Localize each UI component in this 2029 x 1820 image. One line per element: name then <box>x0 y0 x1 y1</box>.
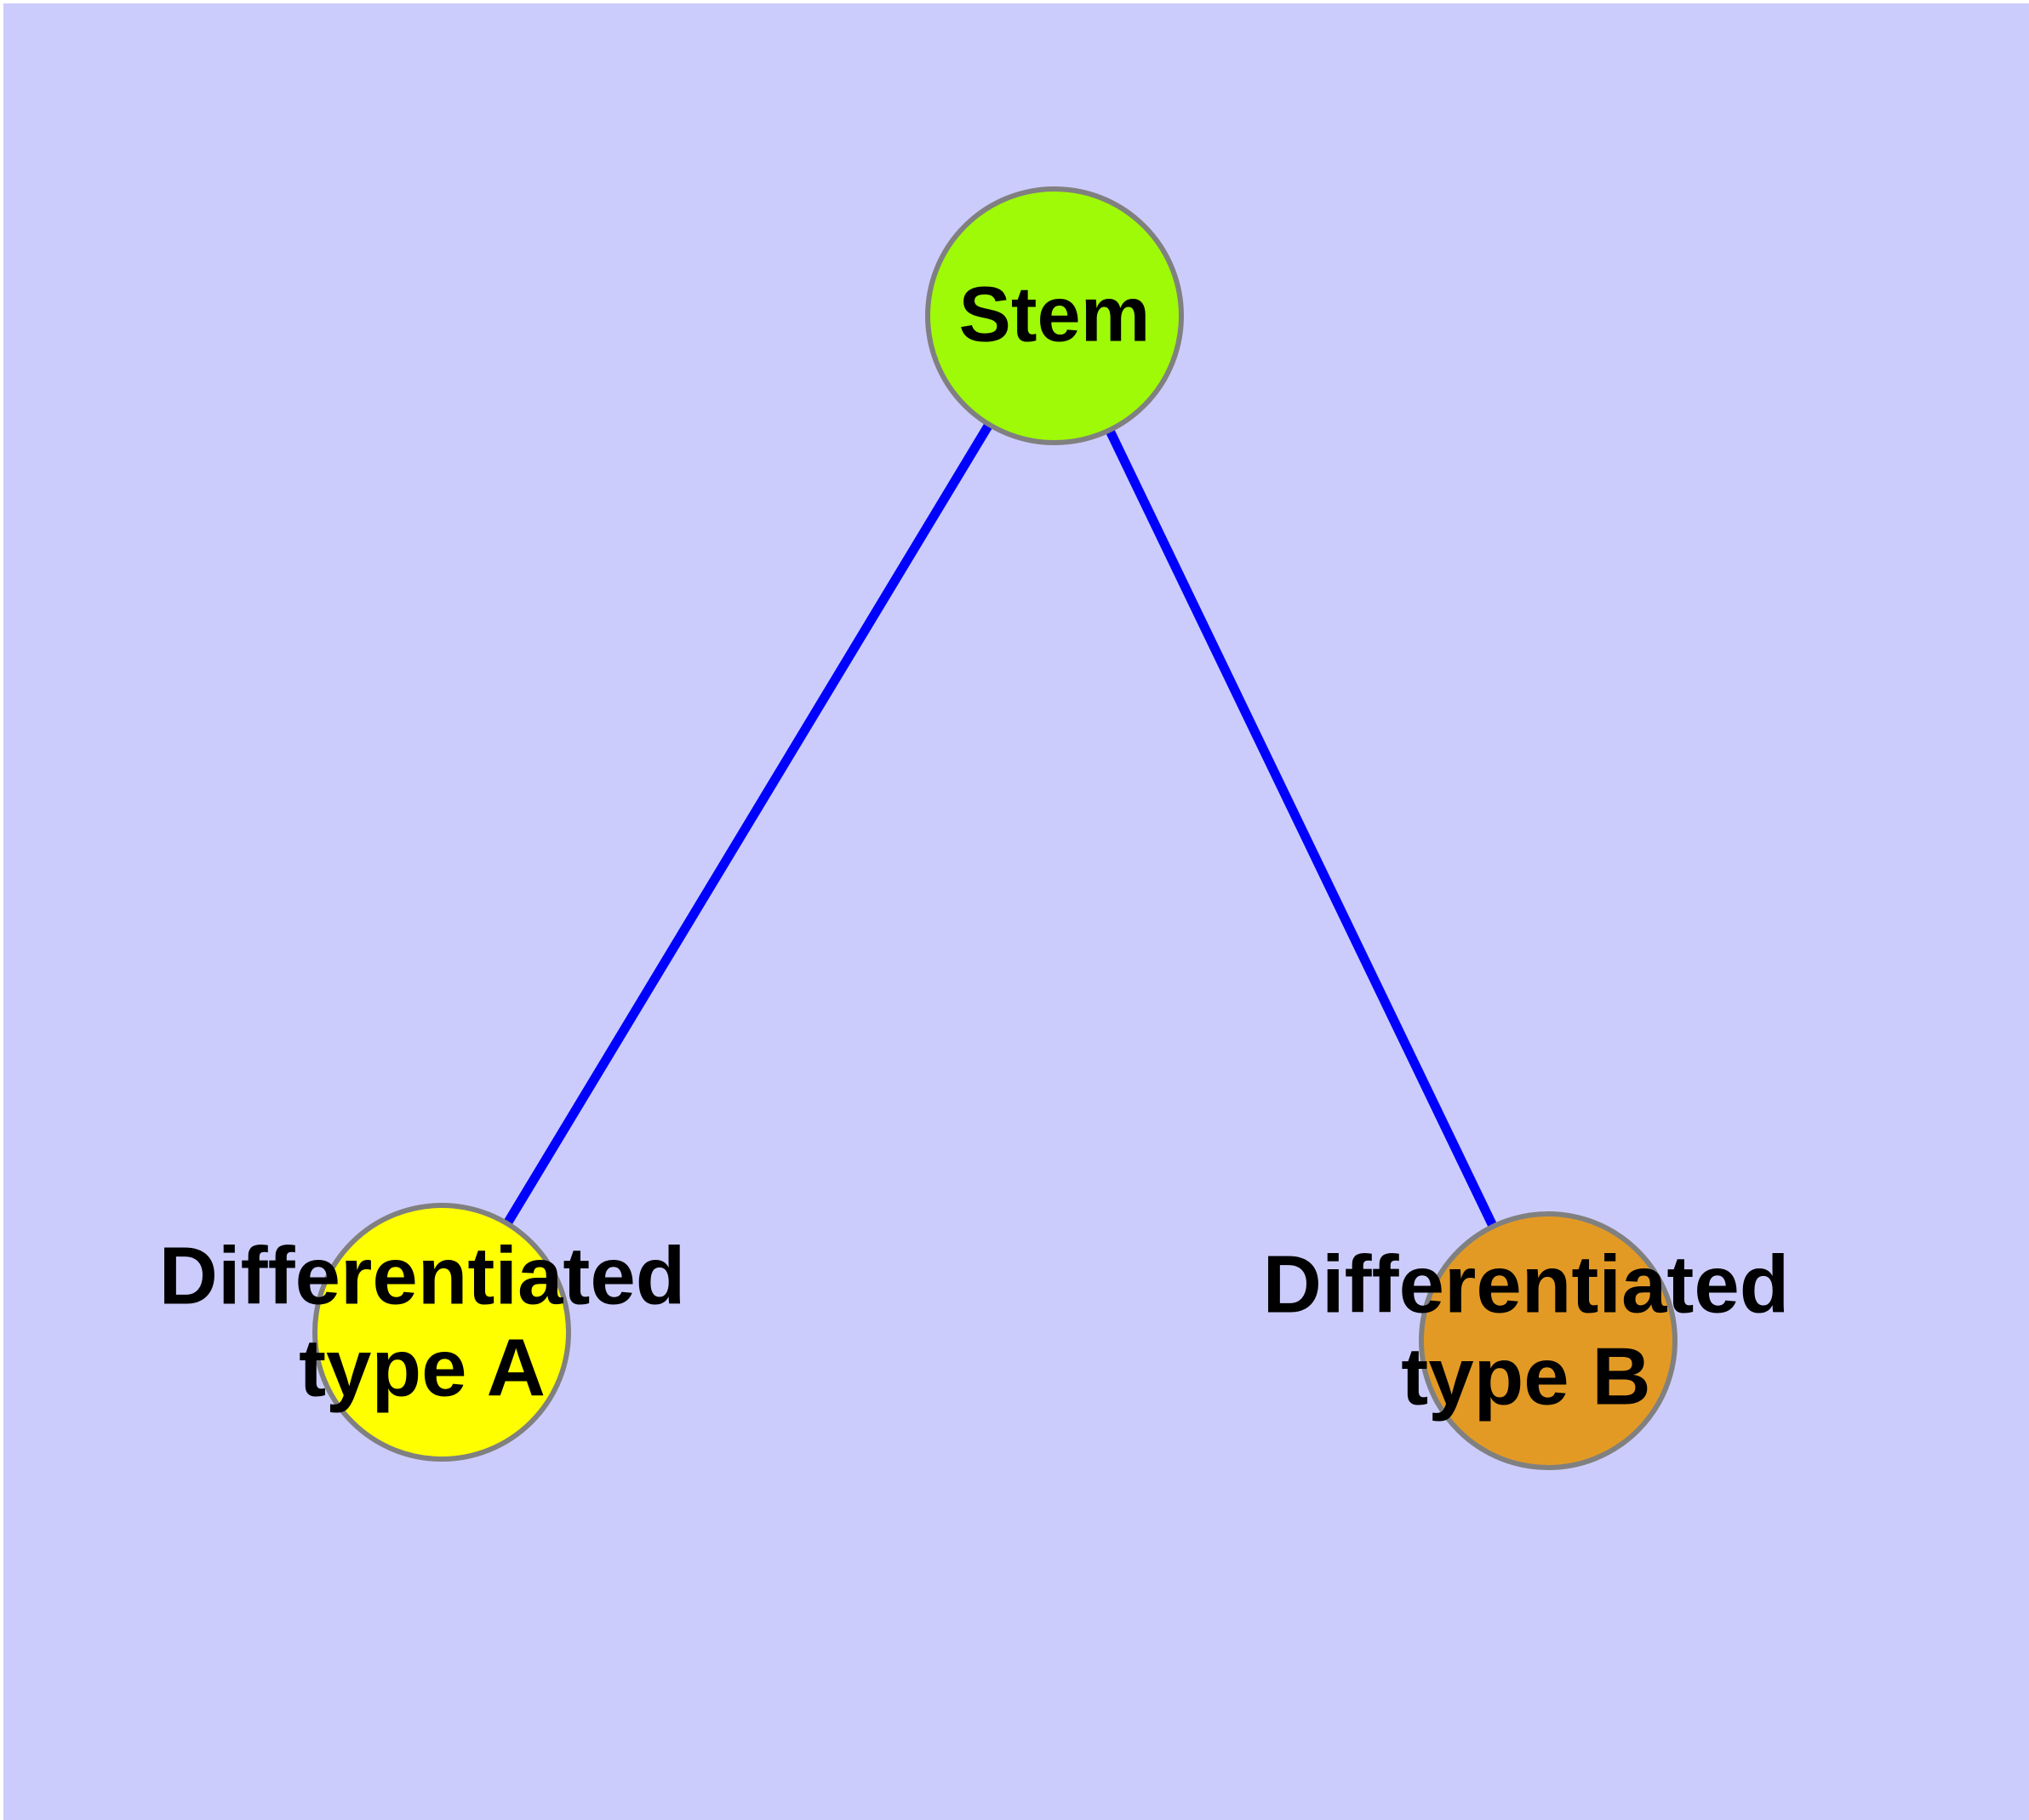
graph-svg: Stem Differentiated type A Differentiate… <box>159 186 1790 1470</box>
node-stem-label: Stem <box>959 271 1151 358</box>
edge-stem-to-diff-b[interactable] <box>1049 311 1553 1346</box>
node-diff-a-circle[interactable] <box>312 1203 571 1462</box>
graph-plot-area: Stem Differentiated type A Differentiate… <box>3 3 2029 1820</box>
node-diff-a[interactable]: Differentiated type A <box>159 1203 686 1462</box>
node-diff-b-circle[interactable] <box>1419 1211 1677 1470</box>
node-stem-circle[interactable] <box>925 186 1184 445</box>
node-diff-b[interactable]: Differentiated type B <box>1263 1211 1790 1470</box>
edge-stem-to-diff-a[interactable] <box>437 311 1060 1337</box>
node-diff-a-label-line2: type A <box>299 1322 546 1413</box>
node-diff-a-label-line1: Differentiated <box>159 1230 686 1321</box>
edge-layer <box>437 311 1553 1346</box>
node-diff-b-label-line2: type B <box>1401 1331 1650 1422</box>
node-stem[interactable]: Stem <box>925 186 1184 445</box>
node-diff-b-label-line1: Differentiated <box>1263 1239 1790 1330</box>
node-layer: Stem Differentiated type A Differentiate… <box>159 186 1790 1470</box>
